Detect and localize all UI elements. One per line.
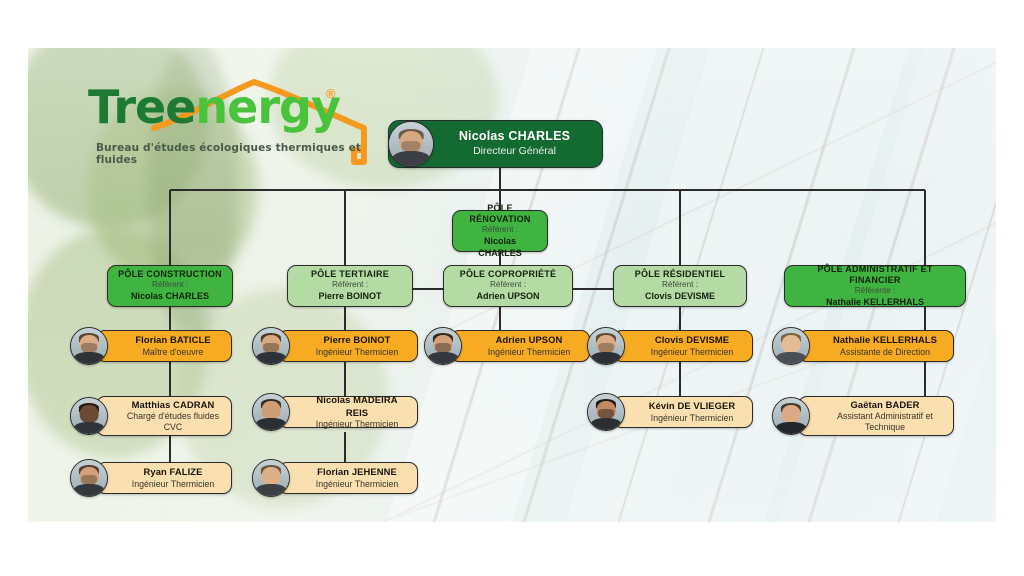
person-card-kevin-de-vlieger[interactable]: Kévin DE VLIEGER Ingénieur Thermicien [587, 393, 753, 431]
card-matthias-cadran[interactable]: Matthias CADRAN Chargé d'études fluides … [96, 396, 232, 436]
node-pole-copropriete[interactable]: PÔLE COPROPRIÉTÉ Référent : Adrien UPSON [443, 265, 573, 307]
person-role: Assistant Administratif et Technique [837, 411, 933, 433]
pole-copropriete-title: PÔLE COPROPRIÉTÉ [459, 269, 557, 280]
person-role: Assistante de Direction [840, 346, 930, 357]
pole-construction-ref-label: Référent : [152, 280, 188, 290]
pole-construction-ref-name: Nicolas CHARLES [130, 291, 210, 302]
person-card-florian-baticle[interactable]: Florian BATICLE Maître d'oeuvre [70, 327, 232, 365]
avatar-ryan-falize [70, 459, 108, 497]
avatar-gaetan-bader [772, 397, 810, 435]
node-pole-construction[interactable]: PÔLE CONSTRUCTION Référent : Nicolas CHA… [107, 265, 233, 307]
card-adrien-upson[interactable]: Adrien UPSON Ingénieur Thermicien [450, 330, 590, 362]
card-florian-baticle[interactable]: Florian BATICLE Maître d'oeuvre [96, 330, 232, 362]
person-name: Adrien UPSON [495, 334, 563, 346]
pole-renovation-ref-name: Nicolas CHARLES [478, 235, 522, 258]
card-clovis-devisme[interactable]: Clovis DEVISME Ingénieur Thermicien [613, 330, 753, 362]
pole-residentiel-ref-name: Clovis DEVISME [644, 291, 716, 302]
person-name: Ryan FALIZE [143, 466, 203, 478]
person-name: Nathalie KELLERHALS [833, 334, 937, 346]
pole-tertiaire-title: PÔLE TERTIAIRE [310, 269, 389, 280]
person-role: Ingénieur Thermicien [487, 346, 571, 357]
avatar-kevin-de-vlieger [587, 393, 625, 431]
person-card-pierre-boinot[interactable]: Pierre BOINOT Ingénieur Thermicien [252, 327, 418, 365]
person-role: Ingénieur Thermicien [650, 412, 734, 423]
avatar-nicolas-charles [388, 121, 434, 167]
logo-wordmark: Treenergy [88, 80, 341, 134]
pole-tertiaire-ref-label: Référent : [332, 280, 368, 290]
person-name: Florian BATICLE [135, 334, 211, 346]
node-ceo[interactable]: Nicolas CHARLES Directeur Général [388, 120, 603, 168]
pole-construction-title: PÔLE CONSTRUCTION [118, 269, 222, 280]
person-role: Ingénieur Thermicien [650, 346, 734, 357]
person-card-matthias-cadran[interactable]: Matthias CADRAN Chargé d'études fluides … [70, 396, 232, 436]
registered-trademark-icon: ® [326, 86, 336, 101]
pole-residentiel-ref-label: Référent : [662, 280, 698, 290]
person-card-adrien-upson[interactable]: Adrien UPSON Ingénieur Thermicien [424, 327, 590, 365]
pole-copropriete-ref-label: Référent : [490, 280, 526, 290]
avatar-pierre-boinot [252, 327, 290, 365]
company-logo: Treenergy ® Bureau d'études écologiques … [88, 72, 388, 166]
person-name: Gaëtan BADER [850, 398, 920, 410]
logo-word-nergy: nergy [195, 80, 341, 134]
person-role: Chargé d'études fluides CVC [126, 411, 220, 433]
pole-residentiel-box[interactable]: PÔLE RÉSIDENTIEL Référent : Clovis DEVIS… [613, 265, 747, 307]
avatar-nathalie-kellerhals [772, 327, 810, 365]
logo-word-tree: Tree [88, 80, 196, 134]
pole-administratif-ref-label: Référente : [854, 286, 896, 296]
person-card-florian-jehenne[interactable]: Florian JEHENNE Ingénieur Thermicien [252, 459, 418, 497]
ceo-name: Nicolas CHARLES [458, 129, 571, 144]
card-nicolas-madeira-reis[interactable]: Nicolas MADEIRA REIS Ingénieur Thermicie… [278, 394, 418, 429]
pole-construction-box[interactable]: PÔLE CONSTRUCTION Référent : Nicolas CHA… [107, 265, 233, 307]
ceo-role: Directeur Général [473, 145, 556, 157]
person-name: Kévin DE VLIEGER [648, 400, 736, 412]
person-role: Ingénieur Thermicien [315, 478, 399, 489]
pole-tertiaire-ref-name: Pierre BOINOT [318, 291, 382, 302]
person-name: Nicolas MADEIRA REIS [316, 394, 398, 418]
pole-tertiaire-box[interactable]: PÔLE TERTIAIRE Référent : Pierre BOINOT [287, 265, 413, 307]
person-name: Matthias CADRAN [131, 398, 215, 410]
person-card-nicolas-madeira-reis[interactable]: Nicolas MADEIRA REIS Ingénieur Thermicie… [252, 393, 418, 431]
avatar-adrien-upson [424, 327, 462, 365]
roof-outline-icon [151, 79, 367, 165]
pole-renovation-ref-label: Référent : [482, 225, 518, 235]
pole-copropriete-box[interactable]: PÔLE COPROPRIÉTÉ Référent : Adrien UPSON [443, 265, 573, 307]
pole-administratif-box[interactable]: PÔLE ADMINISTRATIF ET FINANCIER Référent… [784, 263, 966, 307]
person-name: Clovis DEVISME [654, 334, 730, 346]
node-pole-tertiaire[interactable]: PÔLE TERTIAIRE Référent : Pierre BOINOT [287, 265, 413, 307]
person-name: Florian JEHENNE [317, 466, 397, 478]
person-role: Ingénieur Thermicien [315, 346, 399, 357]
person-card-gaetan-bader[interactable]: Gaëtan BADER Assistant Administratif et … [772, 396, 954, 436]
avatar-matthias-cadran [70, 397, 108, 435]
card-florian-jehenne[interactable]: Florian JEHENNE Ingénieur Thermicien [278, 462, 418, 494]
person-role: Ingénieur Thermicien [315, 418, 399, 429]
node-pole-administratif[interactable]: PÔLE ADMINISTRATIF ET FINANCIER Référent… [784, 263, 966, 307]
logo-tagline: Bureau d'études écologiques thermiques e… [96, 142, 362, 166]
card-pierre-boinot[interactable]: Pierre BOINOT Ingénieur Thermicien [278, 330, 418, 362]
pole-renovation-title: PÔLE RÉNOVATION [469, 202, 531, 224]
card-gaetan-bader[interactable]: Gaëtan BADER Assistant Administratif et … [798, 396, 954, 436]
avatar-nicolas-madeira-reis [252, 393, 290, 431]
person-card-ryan-falize[interactable]: Ryan FALIZE Ingénieur Thermicien [70, 459, 232, 497]
person-card-nathalie-kellerhals[interactable]: Nathalie KELLERHALS Assistante de Direct… [772, 327, 954, 365]
avatar-clovis-devisme [587, 327, 625, 365]
person-name: Pierre BOINOT [323, 334, 391, 346]
card-ryan-falize[interactable]: Ryan FALIZE Ingénieur Thermicien [96, 462, 232, 494]
card-kevin-de-vlieger[interactable]: Kévin DE VLIEGER Ingénieur Thermicien [613, 396, 753, 428]
person-role: Ingénieur Thermicien [131, 478, 215, 489]
avatar-florian-jehenne [252, 459, 290, 497]
pole-renovation-box[interactable]: PÔLE RÉNOVATION Référent : Nicolas CHARL… [452, 203, 548, 258]
node-pole-renovation[interactable]: PÔLE RÉNOVATION Référent : Nicolas CHARL… [452, 203, 548, 258]
pole-administratif-ref-name: Nathalie KELLERHALS [825, 296, 924, 307]
avatar-florian-baticle [70, 327, 108, 365]
card-nathalie-kellerhals[interactable]: Nathalie KELLERHALS Assistante de Direct… [798, 330, 954, 362]
person-role: Maître d'oeuvre [142, 346, 204, 357]
person-card-clovis-devisme[interactable]: Clovis DEVISME Ingénieur Thermicien [587, 327, 753, 365]
node-pole-residentiel[interactable]: PÔLE RÉSIDENTIEL Référent : Clovis DEVIS… [613, 265, 747, 307]
pole-copropriete-ref-name: Adrien UPSON [476, 291, 540, 302]
pole-administratif-title: PÔLE ADMINISTRATIF ET FINANCIER [817, 263, 933, 285]
pole-residentiel-title: PÔLE RÉSIDENTIEL [634, 269, 726, 280]
